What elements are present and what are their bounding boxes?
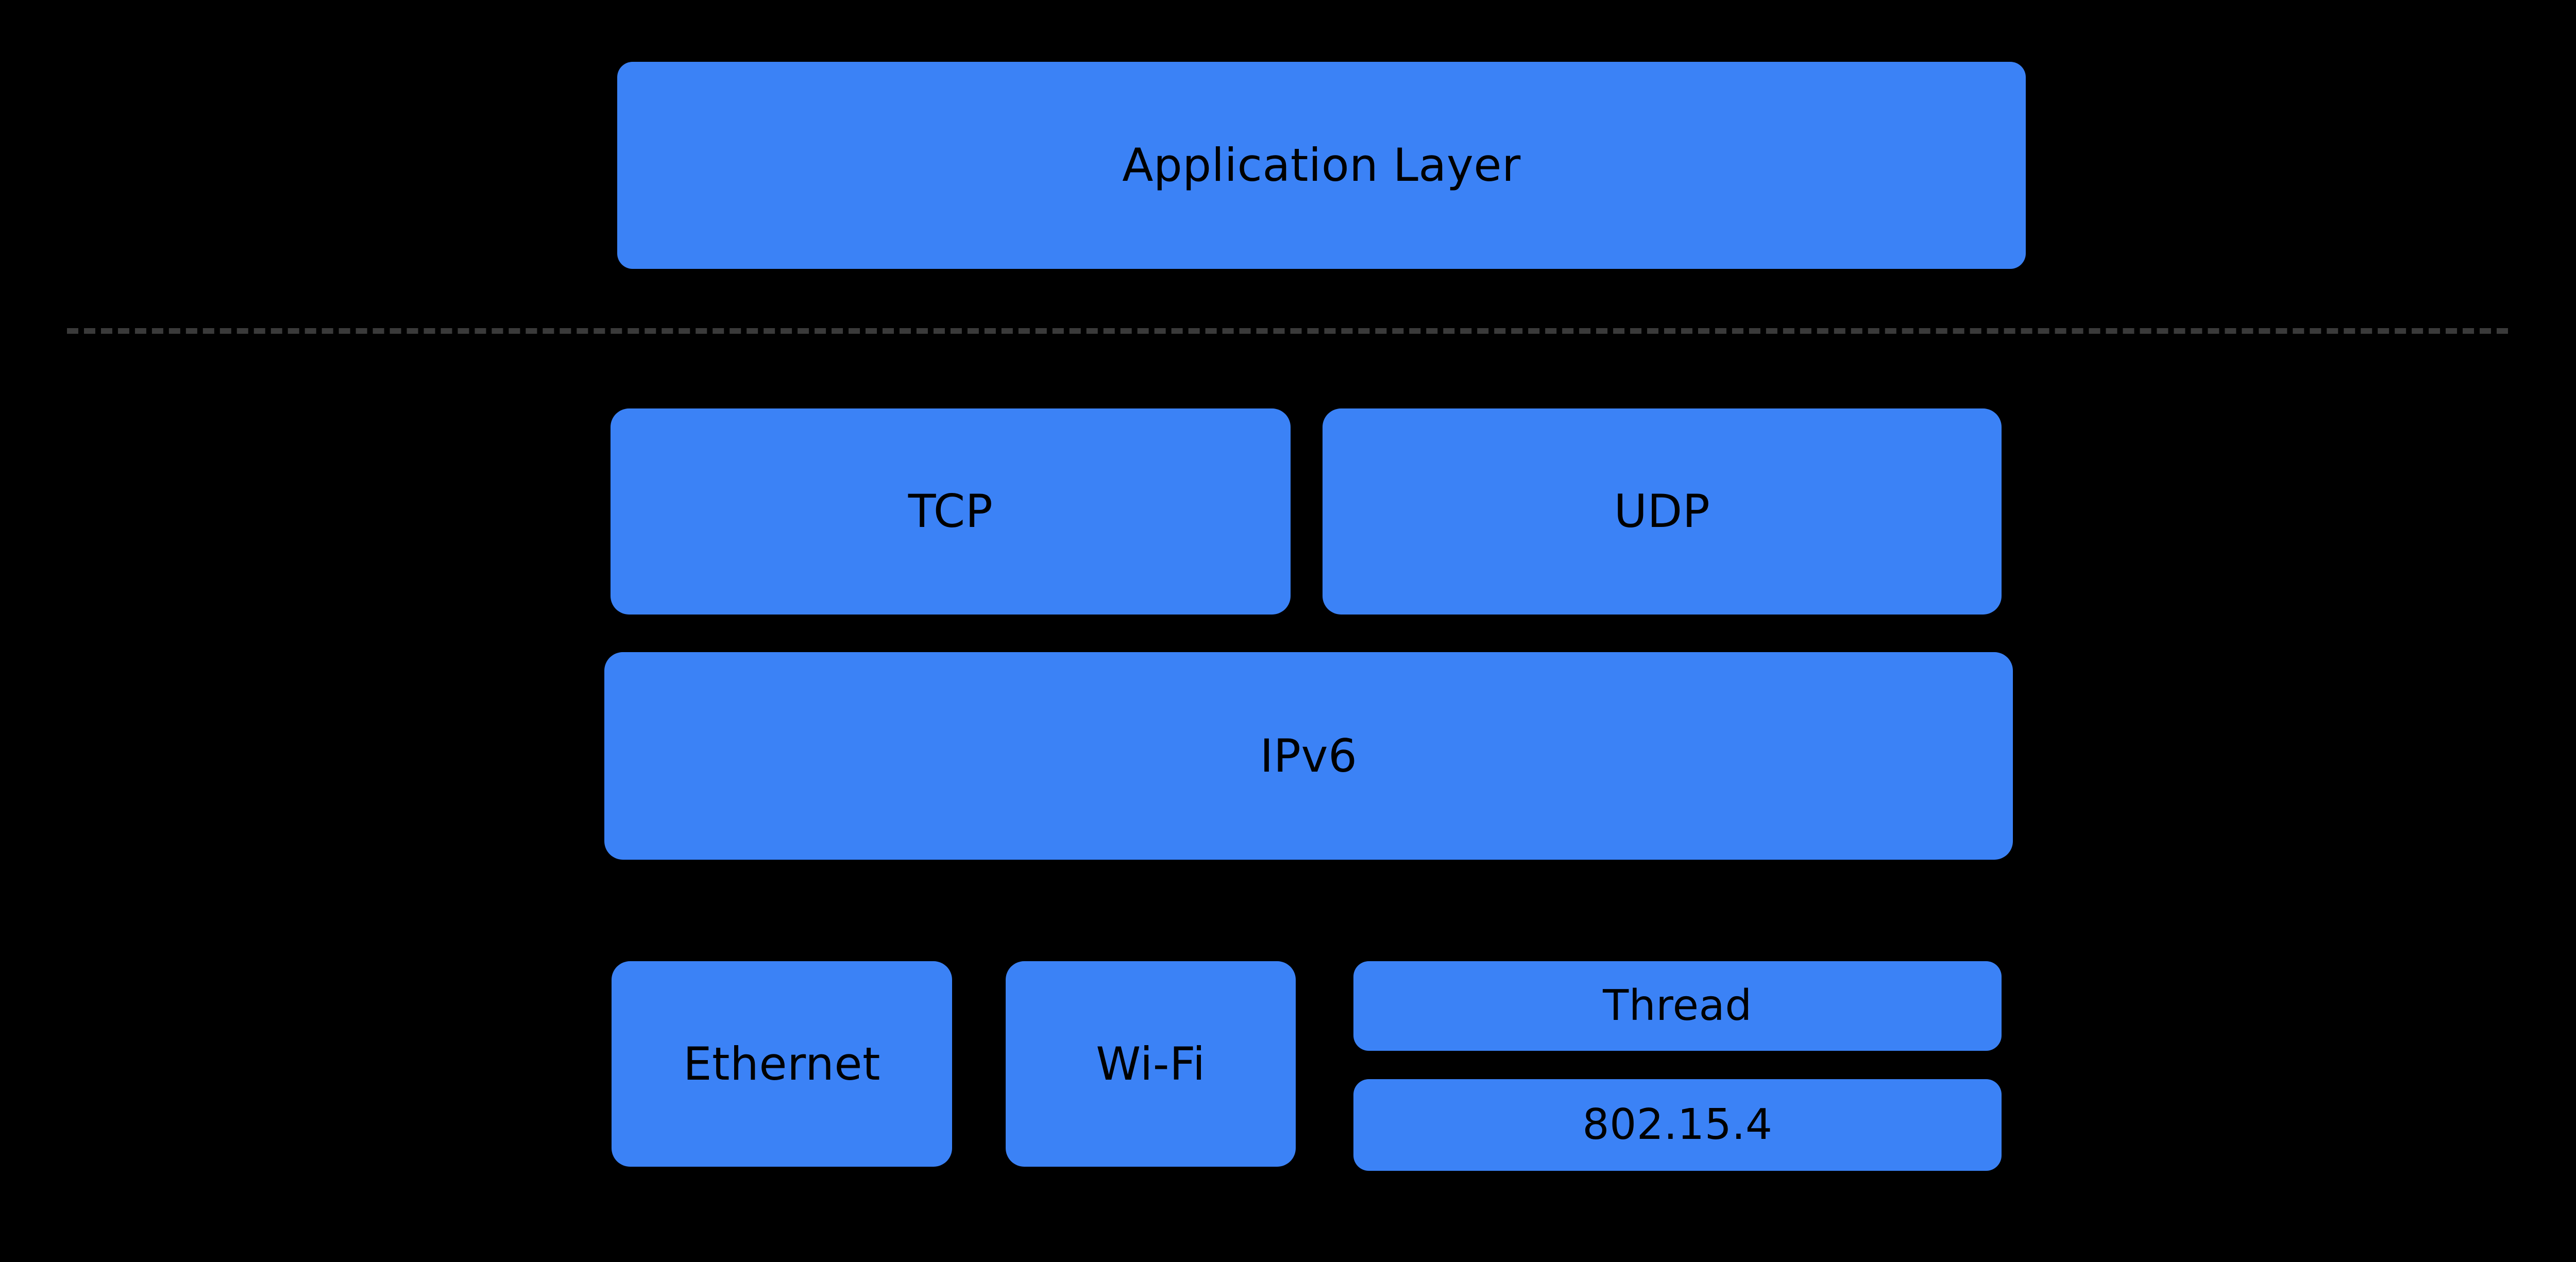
node-ethernet-label: Ethernet bbox=[683, 1037, 881, 1090]
node-thread-label: Thread bbox=[1603, 981, 1752, 1030]
node-802-15-4-label: 802.15.4 bbox=[1582, 1100, 1773, 1149]
node-application-layer[interactable]: Application Layer bbox=[617, 62, 2026, 269]
node-udp-label: UDP bbox=[1614, 485, 1710, 538]
node-wifi-label: Wi-Fi bbox=[1096, 1037, 1206, 1090]
node-ipv6-label: IPv6 bbox=[1260, 729, 1358, 782]
node-wifi[interactable]: Wi-Fi bbox=[1006, 961, 1296, 1167]
node-thread[interactable]: Thread bbox=[1353, 961, 2002, 1051]
node-application-layer-label: Application Layer bbox=[1122, 139, 1521, 192]
node-ipv6[interactable]: IPv6 bbox=[604, 652, 2013, 860]
node-802-15-4[interactable]: 802.15.4 bbox=[1353, 1079, 2002, 1171]
node-tcp-label: TCP bbox=[908, 485, 993, 538]
node-udp[interactable]: UDP bbox=[1323, 408, 2002, 615]
node-tcp[interactable]: TCP bbox=[611, 408, 1291, 615]
node-ethernet[interactable]: Ethernet bbox=[612, 961, 952, 1167]
layer-separator-dashed-line bbox=[67, 328, 2508, 334]
